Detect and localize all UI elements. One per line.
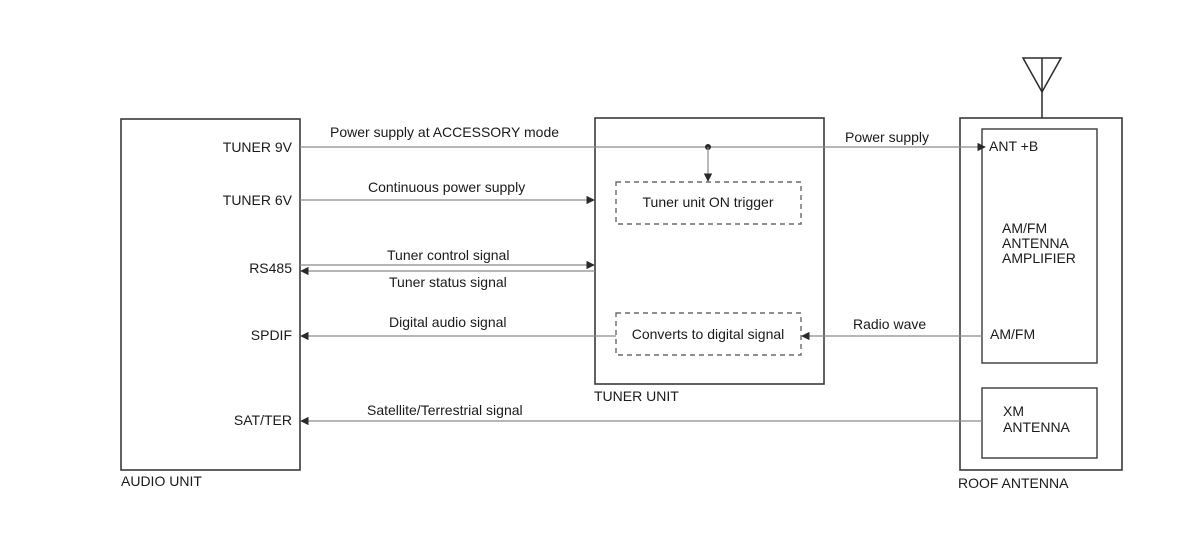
power-supply-label: Power supply <box>845 129 929 145</box>
audio-unit-box <box>120 118 301 471</box>
roof-antenna-box <box>959 117 1123 471</box>
continuous-power-label: Continuous power supply <box>368 179 525 195</box>
port-rs485-label: RS485 <box>249 260 292 276</box>
port-spdif-label: SPDIF <box>251 327 292 343</box>
port-amfm-label: AM/FM <box>990 326 1035 342</box>
digital-audio-label: Digital audio signal <box>389 314 507 330</box>
amplifier-line2: ANTENNA <box>1002 235 1070 251</box>
converts-digital-label: Converts to digital signal <box>632 326 785 342</box>
sat-ter-signal-label: Satellite/Terrestrial signal <box>367 402 523 418</box>
amplifier-line3: AMPLIFIER <box>1002 250 1076 266</box>
port-tuner6v-label: TUNER 6V <box>223 192 293 208</box>
amfm-amplifier-box <box>981 128 1098 364</box>
power-accessory-label: Power supply at ACCESSORY mode <box>330 124 559 140</box>
xm-antenna-line2: ANTENNA <box>1003 419 1071 435</box>
converts-digital-box <box>615 312 802 356</box>
roof-antenna-label: ROOF ANTENNA <box>958 475 1069 491</box>
tuner-on-trigger-label: Tuner unit ON trigger <box>643 194 774 210</box>
port-tuner9v-label: TUNER 9V <box>223 139 293 155</box>
port-satter-label: SAT/TER <box>234 412 292 428</box>
tuner-on-trigger-box <box>615 181 802 225</box>
port-ant-b-label: ANT +B <box>989 138 1038 154</box>
amplifier-line1: AM/FM <box>1002 220 1047 236</box>
tuner-unit-label: TUNER UNIT <box>594 388 679 404</box>
antenna-icon <box>1021 57 1063 118</box>
tuner-control-label: Tuner control signal <box>387 247 509 263</box>
radio-wave-label: Radio wave <box>853 316 926 332</box>
audio-unit-label: AUDIO UNIT <box>121 473 202 489</box>
xm-antenna-box <box>981 387 1098 459</box>
tuner-unit-box <box>594 117 825 385</box>
tuner-status-label: Tuner status signal <box>389 274 507 290</box>
xm-antenna-line1: XM <box>1003 403 1024 419</box>
